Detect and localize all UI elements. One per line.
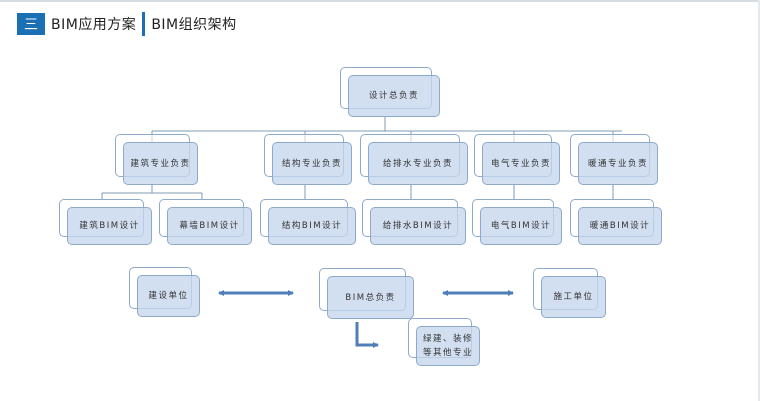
node-label: 幕墙BIM设计 [167, 207, 252, 245]
node-contractor: 施工单位 [533, 268, 606, 318]
node-label: 电气专业负责 [482, 142, 560, 185]
right-border [758, 0, 760, 401]
node-bim-lead: BIM总负责 [319, 268, 414, 319]
node-label: BIM总负责 [327, 276, 414, 319]
title-divider [142, 12, 146, 36]
node-other-specialties: 绿建、装修等其他专业 [408, 318, 480, 366]
node-label: 结构专业负责 [272, 142, 352, 185]
node-label: 建筑BIM设计 [67, 207, 152, 245]
node-design-director: 设计总负责 [340, 67, 440, 117]
node-bim-designer: 给排水BIM设计 [362, 199, 466, 245]
section-number-badge: 三 [17, 13, 45, 35]
node-discipline-lead: 给排水专业负责 [360, 134, 468, 185]
node-label: 施工单位 [541, 276, 606, 318]
node-label: 绿建、装修等其他专业 [416, 326, 480, 366]
arrow-bimlead-other [355, 322, 379, 348]
node-owner: 建设单位 [129, 267, 200, 317]
top-border [0, 0, 760, 2]
node-bim-designer: 结构BIM设计 [260, 199, 356, 245]
node-label: 建筑专业负责 [123, 142, 198, 185]
node-label: 暖通专业负责 [578, 142, 658, 185]
node-bim-designer: 暖通BIM设计 [570, 199, 662, 245]
node-label: 设计总负责 [348, 75, 440, 117]
node-discipline-lead: 结构专业负责 [264, 134, 352, 185]
node-discipline-lead: 建筑专业负责 [115, 134, 198, 185]
node-label: 给排水专业负责 [368, 142, 468, 185]
node-bim-designer: 建筑BIM设计 [59, 199, 152, 245]
section-header: 三 BIM应用方案 BIM组织架构 [17, 12, 237, 36]
page-subtitle: BIM组织架构 [151, 17, 237, 33]
node-bim-designer: 幕墙BIM设计 [159, 199, 252, 245]
node-label: 暖通BIM设计 [578, 207, 662, 245]
node-label: 结构BIM设计 [268, 207, 356, 245]
node-label: 建设单位 [137, 275, 200, 317]
section-title: BIM应用方案 [51, 17, 137, 33]
node-label: 电气BIM设计 [480, 207, 562, 245]
node-label: 给排水BIM设计 [370, 207, 466, 245]
node-discipline-lead: 暖通专业负责 [570, 134, 658, 185]
node-bim-designer: 电气BIM设计 [472, 199, 562, 245]
node-discipline-lead: 电气专业负责 [474, 134, 560, 185]
